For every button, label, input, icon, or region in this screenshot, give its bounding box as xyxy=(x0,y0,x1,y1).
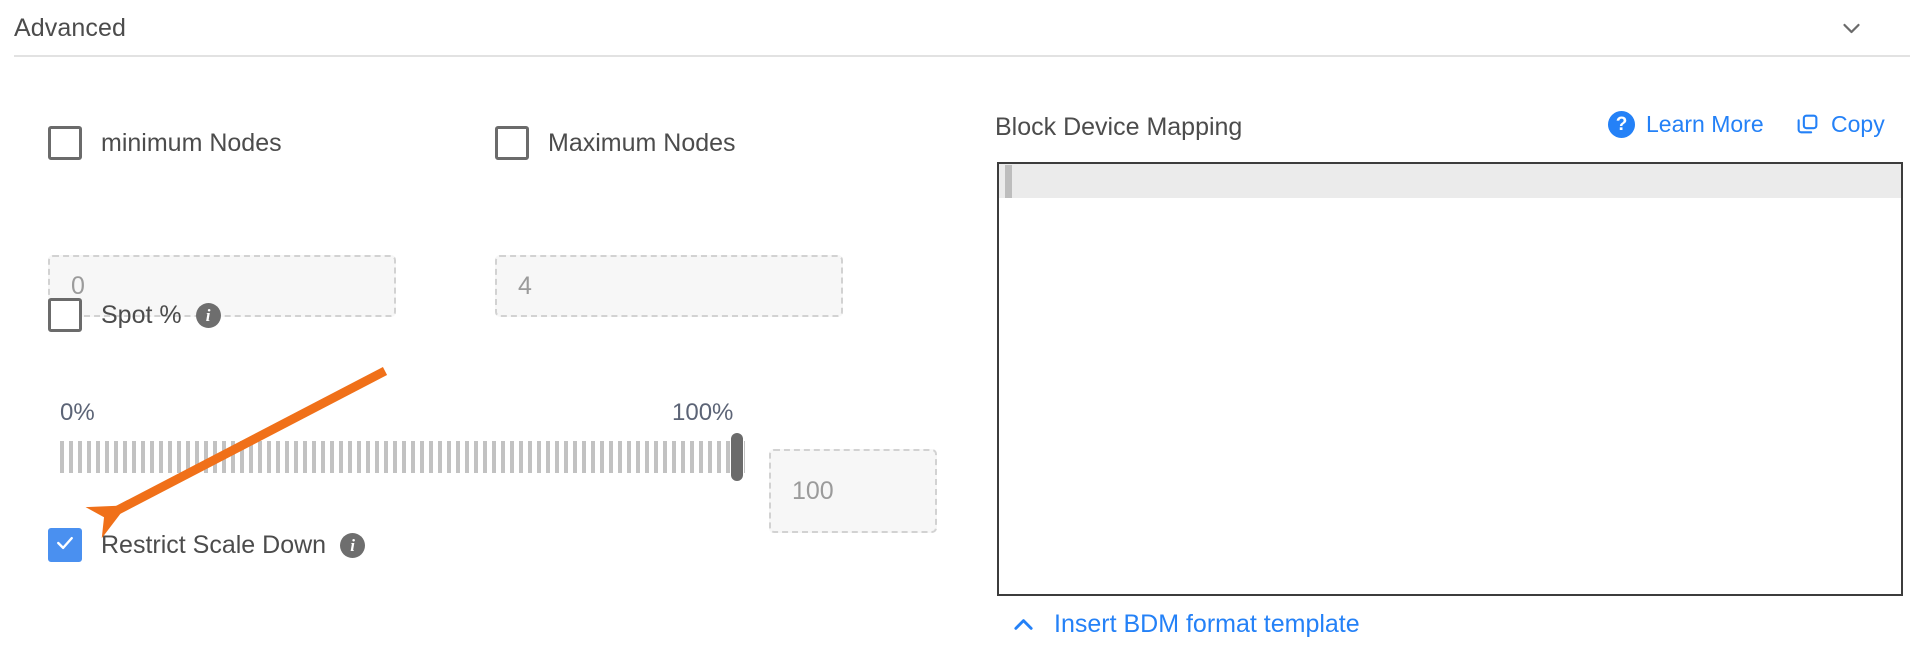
maximum-nodes-row: Maximum Nodes xyxy=(495,126,736,160)
learn-more-label: Learn More xyxy=(1646,111,1764,137)
chevron-down-icon xyxy=(1842,23,1860,33)
check-icon xyxy=(57,536,73,550)
spot-percent-checkbox[interactable] xyxy=(48,298,82,332)
advanced-left-panel: minimum Nodes 0 Maximum Nodes 4 Spot % i… xyxy=(0,56,960,656)
spot-percent-label: Spot % xyxy=(101,300,182,329)
spot-percent-row: Spot % i xyxy=(48,298,221,332)
copy-label: Copy xyxy=(1831,111,1885,137)
copy-icon xyxy=(1797,114,1818,134)
restrict-scale-down-row: Restrict Scale Down i xyxy=(48,528,366,562)
editor-cursor-gutter xyxy=(1005,165,1012,198)
page-title: Advanced xyxy=(14,13,126,42)
collapse-section-button[interactable] xyxy=(1834,11,1868,45)
copy-button[interactable]: Copy xyxy=(1795,111,1885,138)
minimum-nodes-row: minimum Nodes xyxy=(48,126,282,160)
block-device-mapping-title: Block Device Mapping xyxy=(995,113,1243,141)
maximum-nodes-checkbox[interactable] xyxy=(495,126,529,160)
spot-percent-info-icon[interactable]: i xyxy=(195,302,221,328)
chevron-up-icon xyxy=(1014,619,1033,630)
advanced-section-header[interactable]: Advanced xyxy=(0,0,1920,56)
header-divider xyxy=(14,55,1910,57)
spot-percent-slider-thumb[interactable] xyxy=(731,433,743,481)
editor-active-line xyxy=(999,164,1901,198)
restrict-scale-down-info-icon[interactable]: i xyxy=(340,532,366,558)
help-circle-icon: ? xyxy=(1608,111,1635,138)
minimum-nodes-checkbox[interactable] xyxy=(48,126,82,160)
slider-max-label: 100% xyxy=(672,399,734,426)
spot-percent-value-input[interactable]: 100 xyxy=(769,449,937,533)
insert-bdm-template-link[interactable]: Insert BDM format template xyxy=(1012,610,1360,639)
slider-min-label: 0% xyxy=(60,399,95,426)
block-device-mapping-editor[interactable] xyxy=(997,162,1903,596)
minimum-nodes-label: minimum Nodes xyxy=(101,128,282,157)
maximum-nodes-input[interactable]: 4 xyxy=(495,255,843,317)
maximum-nodes-label: Maximum Nodes xyxy=(548,128,736,157)
minimum-nodes-input[interactable]: 0 xyxy=(48,255,396,317)
restrict-scale-down-checkbox[interactable] xyxy=(48,528,82,562)
restrict-scale-down-label: Restrict Scale Down xyxy=(101,530,327,559)
insert-bdm-template-label: Insert BDM format template xyxy=(1054,610,1360,638)
learn-more-link[interactable]: ? Learn More xyxy=(1608,111,1764,138)
